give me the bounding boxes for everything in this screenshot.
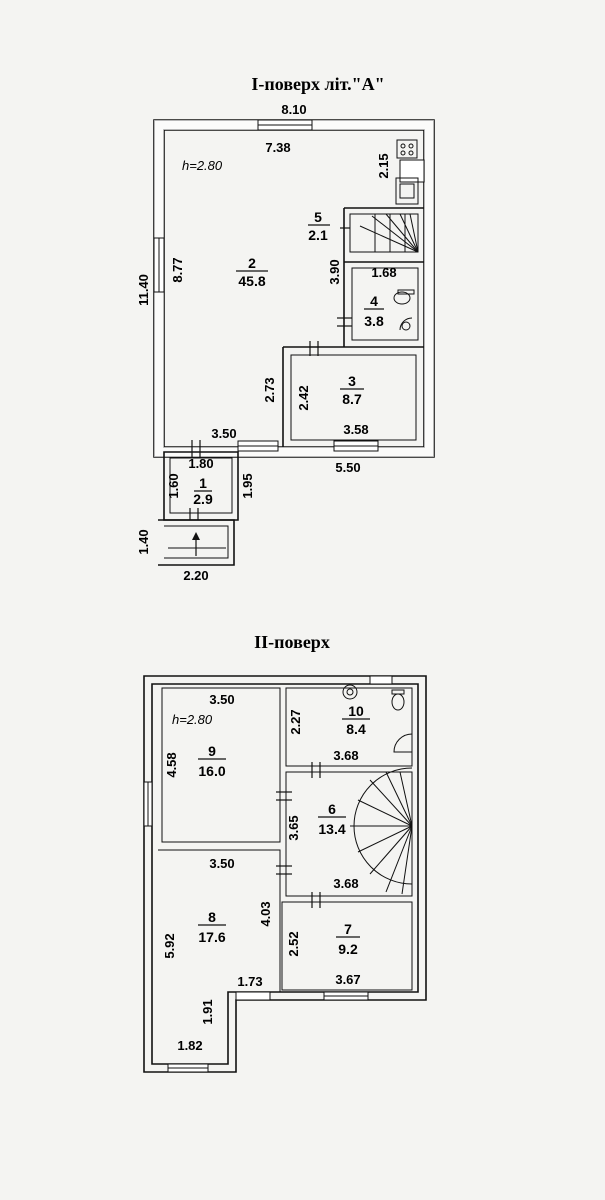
room-5-label: 5 2.1 <box>308 209 330 243</box>
floor2-title: II-поверх <box>254 632 330 652</box>
dim-f2-room8-height: 5.92 <box>162 933 177 958</box>
f2-height-label: h=2.80 <box>172 712 213 727</box>
floor1-title: I-поверх літ."А" <box>251 74 384 94</box>
svg-text:17.6: 17.6 <box>198 929 225 945</box>
dim-f1-kitchen-right: 2.15 <box>376 153 391 178</box>
svg-text:8: 8 <box>208 909 216 925</box>
f1-height-label: h=2.80 <box>182 158 223 173</box>
dim-f1-stair-wall: 3.90 <box>327 259 342 284</box>
dim-f2-hall-bottom: 3.68 <box>333 876 358 891</box>
dim-f1-left-inner: 8.77 <box>170 257 185 282</box>
floor2-windows <box>143 675 393 1073</box>
room-7-label: 7 9.2 <box>336 921 360 957</box>
svg-text:16.0: 16.0 <box>198 763 225 779</box>
svg-text:2.9: 2.9 <box>193 491 213 507</box>
stove-icon <box>396 139 418 159</box>
svg-text:9.2: 9.2 <box>338 941 358 957</box>
svg-text:2: 2 <box>248 255 256 271</box>
room-2-label: 2 45.8 <box>236 255 268 289</box>
svg-text:2.1: 2.1 <box>308 227 328 243</box>
dim-f2-room8-bottom: 1.82 <box>177 1038 202 1053</box>
room-6-label: 6 13.4 <box>318 801 346 837</box>
floor1-fixtures <box>168 139 419 556</box>
svg-text:4: 4 <box>370 293 378 309</box>
floor1-windows <box>153 119 425 452</box>
dim-f1-vest-right: 1.95 <box>240 473 255 498</box>
svg-text:9: 9 <box>208 743 216 759</box>
stair-icon <box>352 213 419 253</box>
dim-f1-left-outer: 11.40 <box>136 274 151 306</box>
floor2-fixtures <box>342 684 413 895</box>
room-9-label: 9 16.0 <box>198 743 226 779</box>
dim-f2-room8-width: 3.50 <box>209 856 234 871</box>
svg-text:8.4: 8.4 <box>346 721 366 737</box>
dim-f2-room7-width: 3.67 <box>335 972 360 987</box>
room-8-label: 8 17.6 <box>198 909 226 945</box>
dim-f1-porch-width: 2.20 <box>183 568 208 583</box>
dim-f1-vest-width: 1.80 <box>188 456 213 471</box>
svg-text:3.8: 3.8 <box>364 313 384 329</box>
dim-f1-bath-width: 1.68 <box>371 265 396 280</box>
svg-text:5: 5 <box>314 209 322 225</box>
svg-text:6: 6 <box>328 801 336 817</box>
stair-icon <box>350 767 413 895</box>
toilet-icon <box>391 693 405 711</box>
dim-f2-room10-bottom: 3.68 <box>333 748 358 763</box>
dim-f1-bottom-right: 5.50 <box>335 460 360 475</box>
floor1-doors <box>189 227 352 520</box>
dim-f1-room2-bottom: 3.50 <box>211 426 236 441</box>
room-1-label: 1 2.9 <box>193 475 213 507</box>
dim-f2-room8-right: 4.03 <box>258 901 273 926</box>
svg-text:45.8: 45.8 <box>238 273 265 289</box>
sink-round-icon <box>399 317 413 331</box>
dim-f2-room9-width: 3.50 <box>209 692 234 707</box>
svg-text:8.7: 8.7 <box>342 391 362 407</box>
dim-f2-room8-step: 1.73 <box>237 974 262 989</box>
dim-f2-room8-lower: 1.91 <box>200 999 215 1024</box>
dim-f2-room9-height: 4.58 <box>164 752 179 777</box>
svg-text:7: 7 <box>344 921 352 937</box>
room-4-label: 4 3.8 <box>364 293 384 329</box>
dim-f1-room3-left-ext: 2.73 <box>262 377 277 402</box>
floor2-doors <box>276 762 321 908</box>
svg-text:13.4: 13.4 <box>318 821 345 837</box>
dim-f1-top-inner: 7.38 <box>265 140 290 155</box>
svg-text:3: 3 <box>348 373 356 389</box>
dim-f1-room3-width: 3.58 <box>343 422 368 437</box>
dim-f2-room10-height: 2.27 <box>288 709 303 734</box>
dim-f2-room7-height: 2.52 <box>286 931 301 956</box>
dim-f1-room3-height: 2.42 <box>296 385 311 410</box>
toilet-icon <box>393 291 411 305</box>
room-3-label: 3 8.7 <box>340 373 364 407</box>
floor1-walls <box>153 119 435 566</box>
dim-f1-top-outer: 8.10 <box>281 102 306 117</box>
shower-icon <box>393 733 413 753</box>
svg-text:1: 1 <box>199 475 207 491</box>
dim-f2-hall-height: 3.65 <box>286 815 301 840</box>
svg-text:10: 10 <box>348 703 364 719</box>
dim-f1-porch-height: 1.40 <box>136 529 151 554</box>
room-10-label: 10 8.4 <box>342 703 370 737</box>
dim-f1-vest-height: 1.60 <box>166 473 181 498</box>
sink-round-icon <box>342 684 358 700</box>
sink-icon <box>395 177 419 205</box>
